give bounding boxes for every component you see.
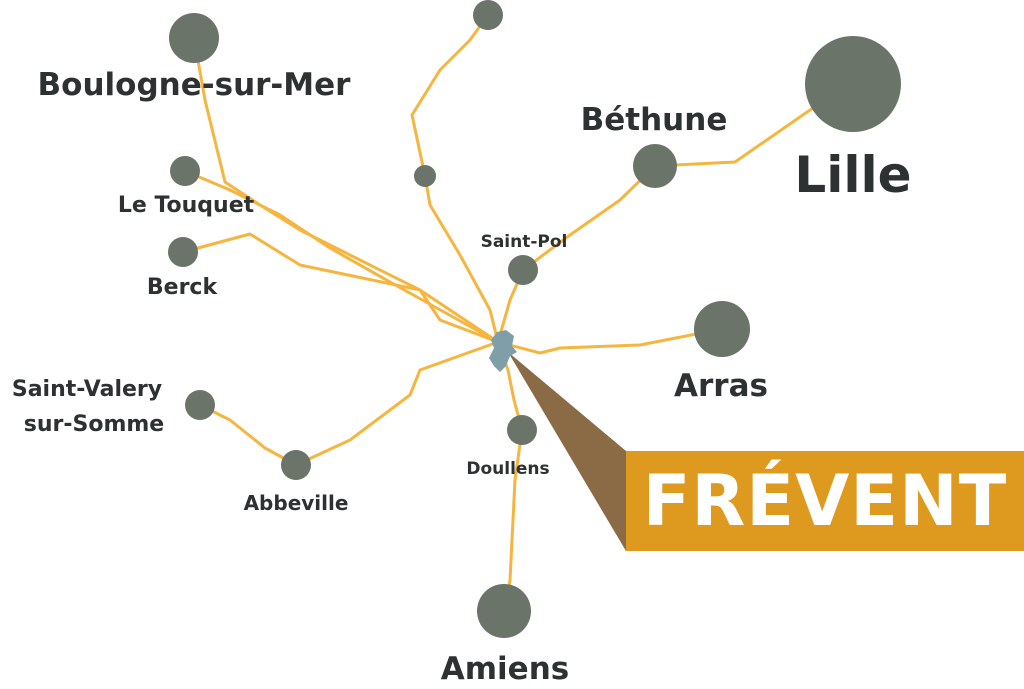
marker-amiens — [477, 584, 531, 638]
label-saint-pol: Saint-Pol — [481, 232, 568, 252]
marker-berck — [168, 237, 198, 267]
town-markers — [168, 0, 901, 638]
marker-bethune — [633, 144, 677, 188]
label-abbeville: Abbeville — [244, 491, 349, 515]
marker-le-touquet — [170, 156, 200, 186]
label-boulogne: Boulogne-sur-Mer — [38, 67, 352, 103]
label-bethune: Béthune — [581, 102, 728, 138]
road-berck — [181, 232, 500, 344]
marker-abbeville — [281, 450, 311, 480]
frevent-label: FRÉVENT — [642, 460, 1008, 542]
road-arras — [496, 327, 724, 355]
frevent-callout — [626, 451, 1024, 551]
marker-doullens — [507, 415, 537, 445]
marker-mid-north — [414, 165, 436, 187]
marker-arras — [694, 301, 750, 357]
marker-saint-pol — [508, 255, 538, 285]
label-saint-valery-line2: sur-Somme — [24, 412, 164, 437]
road-lille — [496, 82, 855, 344]
label-amiens: Amiens — [441, 651, 569, 687]
callout-pointer — [508, 352, 626, 551]
marker-boulogne — [169, 13, 219, 63]
frevent-shape — [489, 330, 517, 372]
road-amiens — [496, 340, 524, 613]
roads — [181, 13, 855, 613]
town-labels: Boulogne-sur-Mer Le Touquet Berck Saint-… — [12, 67, 912, 687]
label-le-touquet: Le Touquet — [118, 193, 255, 218]
label-lille: Lille — [794, 146, 911, 204]
road-abbeville — [198, 340, 500, 467]
marker-north — [473, 0, 503, 30]
marker-lille — [805, 36, 901, 132]
label-arras: Arras — [674, 368, 768, 404]
label-saint-valery-line1: Saint-Valery — [12, 377, 162, 402]
road-boulogne — [192, 36, 500, 344]
marker-saint-valery — [185, 390, 215, 420]
road-le-touquet — [183, 169, 500, 344]
label-doullens: Doullens — [466, 459, 549, 479]
label-berck: Berck — [147, 275, 219, 300]
